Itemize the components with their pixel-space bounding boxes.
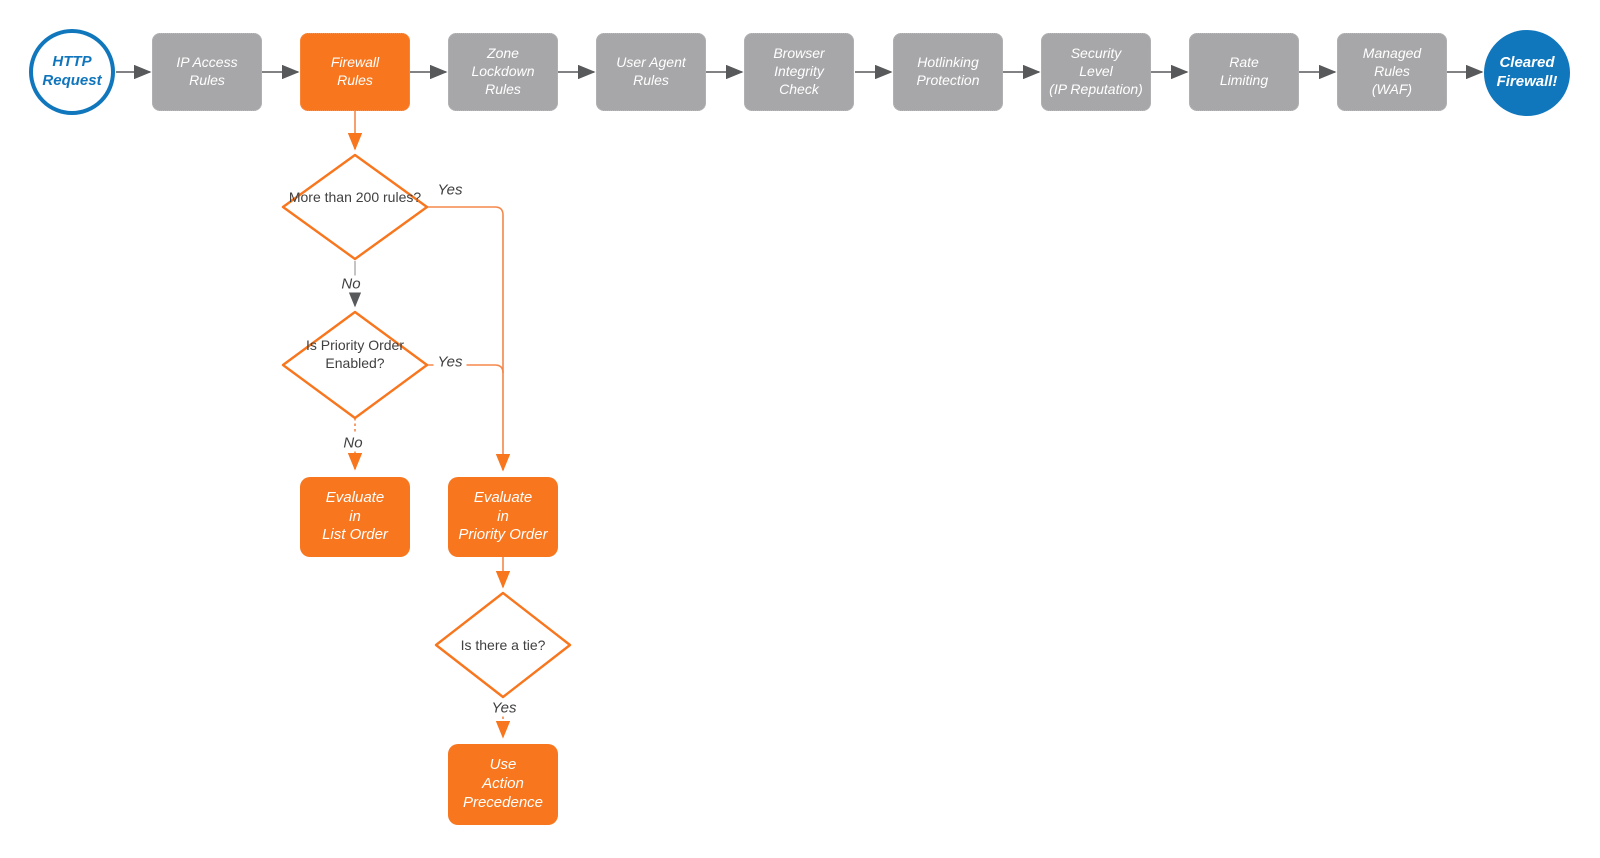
step-browser-integrity-check: Browser Integrity Check (744, 33, 854, 111)
step-user-agent-rules: User Agent Rules (596, 33, 706, 111)
decision2-diamond (281, 310, 429, 420)
start-node-http-request: HTTP Request (29, 29, 115, 115)
decision1-label: More than 200 rules? (288, 189, 422, 205)
step-label: Security Level (IP Reputation) (1049, 45, 1143, 97)
step-label: Browser Integrity Check (773, 45, 825, 97)
action-use-action-precedence: Use Action Precedence (448, 744, 558, 825)
step-label: User Agent Rules (616, 54, 686, 88)
edge-label-no1: No (337, 275, 365, 293)
start-node-label: HTTP Request (42, 53, 102, 89)
wire-yes2-merge (427, 364, 504, 374)
step-firewall-rules: Firewall Rules (300, 33, 410, 111)
step-ip-access-rules: IP Access Rules (152, 33, 262, 111)
decision3-diamond (434, 591, 572, 699)
edge-label-no2: No (339, 434, 367, 452)
end-node-cleared-firewall: Cleared Firewall! (1484, 30, 1570, 116)
step-label: Hotlinking Protection (916, 54, 980, 88)
edge-label-yes3: Yes (487, 699, 521, 717)
step-label: Zone Lockdown Rules (471, 45, 535, 97)
action-label: Evaluate in List Order (322, 488, 388, 544)
wire-yes1-to-priority (427, 206, 511, 472)
step-managed-rules-waf: Managed Rules (WAF) (1337, 33, 1447, 111)
edge-label-yes1: Yes (433, 181, 467, 199)
step-hotlinking-protection: Hotlinking Protection (893, 33, 1003, 111)
action-label: Use Action Precedence (462, 756, 544, 811)
step-zone-lockdown-rules: Zone Lockdown Rules (448, 33, 558, 111)
action-label: Evaluate in Priority Order (458, 488, 548, 544)
step-label: Rate Limiting (1219, 54, 1269, 88)
action-evaluate-priority-order: Evaluate in Priority Order (448, 477, 558, 557)
action-evaluate-list-order: Evaluate in List Order (300, 477, 410, 557)
decision1-diamond (281, 153, 429, 261)
branch-wires (347, 111, 511, 739)
edge-label-yes2: Yes (433, 353, 467, 371)
step-label: Managed Rules (WAF) (1362, 45, 1422, 97)
decision2-label: Is Priority Order Enabled? (305, 337, 404, 372)
step-label: IP Access Rules (176, 54, 238, 88)
end-node-label: Cleared Firewall! (1496, 54, 1558, 90)
decision3-label: Is there a tie? (460, 637, 546, 653)
step-label: Firewall Rules (330, 54, 380, 88)
step-rate-limiting: Rate Limiting (1189, 33, 1299, 111)
decision-shapes (281, 153, 572, 699)
step-security-level: Security Level (IP Reputation) (1041, 33, 1151, 111)
